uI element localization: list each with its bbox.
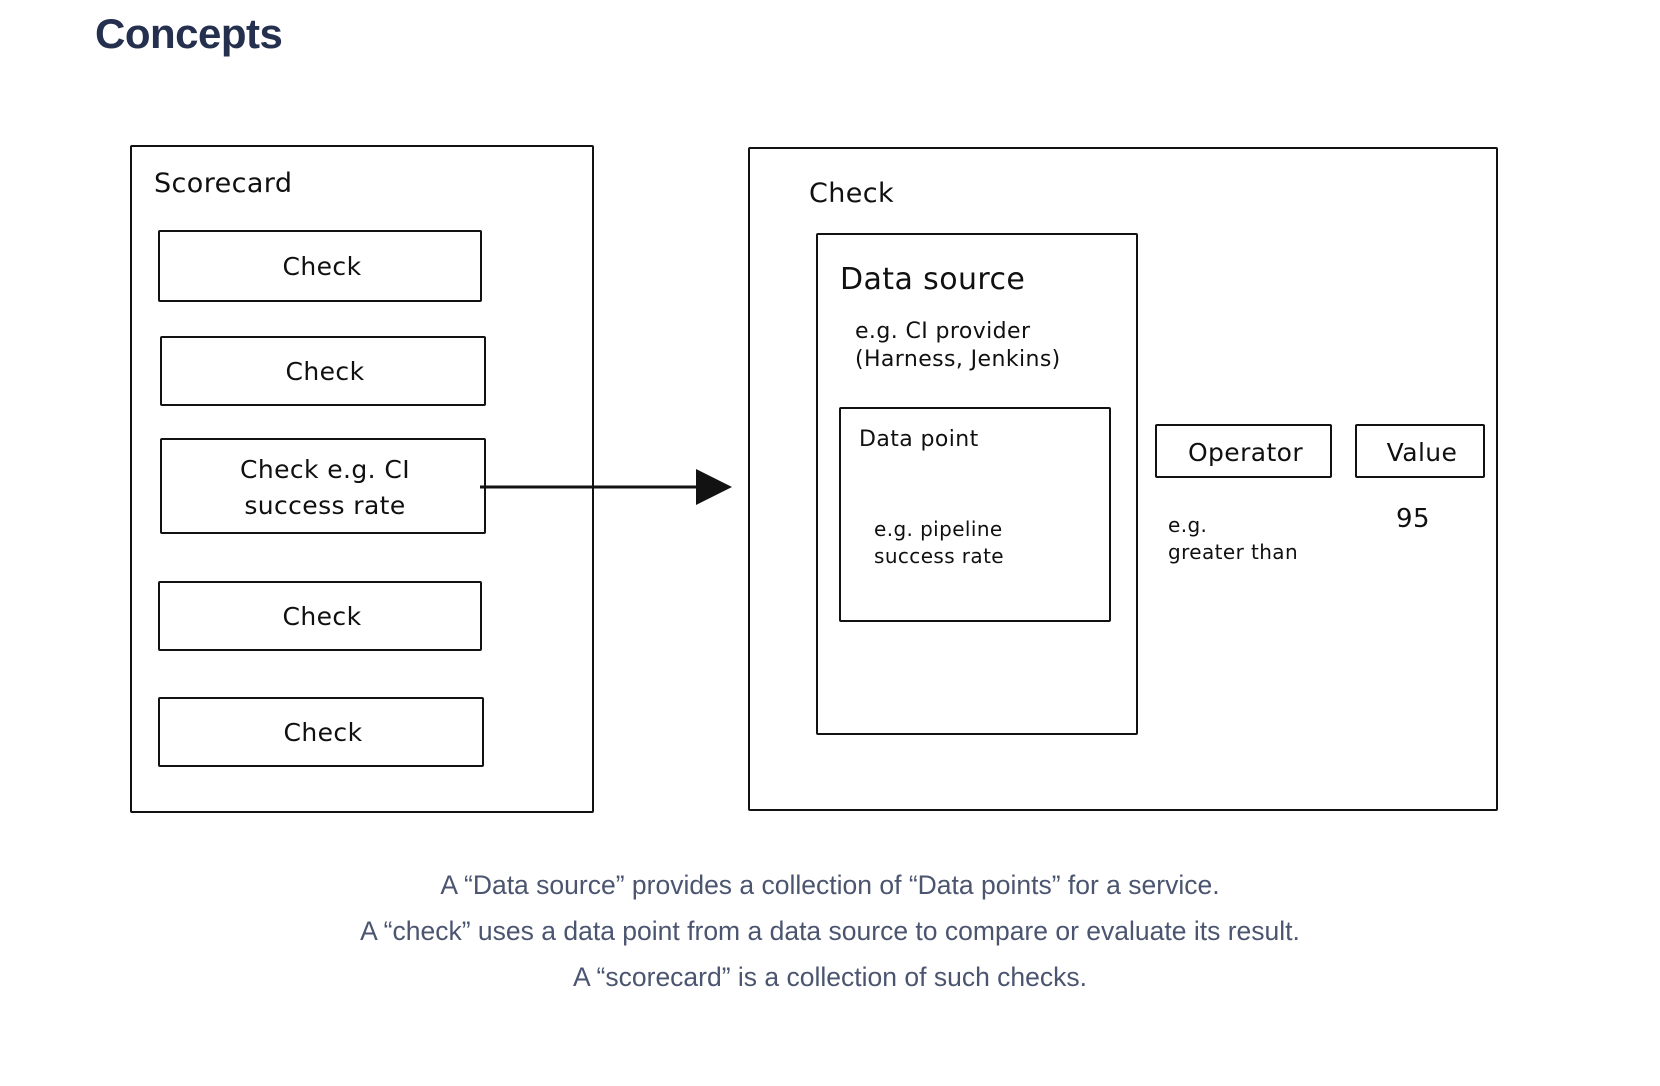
caption-line-3: A “scorecard” is a collection of such ch…	[572, 962, 1088, 992]
scorecard-check-1-label: Check	[282, 252, 362, 281]
scorecard-check-4[interactable]: Check	[158, 581, 482, 651]
caption-line-1: A “Data source” provides a collection of…	[440, 870, 1220, 900]
data-point-box	[839, 407, 1111, 622]
scorecard-check-4-label: Check	[282, 602, 362, 631]
operator-label: Operator	[1187, 438, 1304, 467]
scorecard-check-2-label: Check	[285, 357, 365, 386]
scorecard-panel-label: Scorecard	[154, 168, 293, 199]
value-example: 95	[1396, 504, 1430, 534]
value-box[interactable]: Value	[1355, 424, 1485, 478]
caption-line-2: A “check” uses a data point from a data …	[360, 916, 1300, 946]
scorecard-check-2[interactable]: Check	[160, 336, 486, 406]
arrow-right-icon	[480, 469, 732, 505]
scorecard-check-ci-success-rate-label: Check e.g. CI success rate	[240, 455, 410, 520]
data-source-label: Data source	[840, 262, 1026, 297]
operator-example: e.g. greater than	[1168, 513, 1299, 564]
scorecard-check-5[interactable]: Check	[158, 697, 484, 767]
scorecard-check-ci-success-rate[interactable]: Check e.g. CI success rate	[160, 438, 486, 534]
scorecard-check-5-label: Check	[283, 718, 363, 747]
data-point-example: e.g. pipeline success rate	[874, 517, 1005, 568]
data-source-example: e.g. CI provider (Harness, Jenkins)	[855, 319, 1061, 372]
operator-box[interactable]: Operator	[1155, 424, 1332, 478]
data-point-label: Data point	[859, 427, 979, 452]
scorecard-check-1[interactable]: Check	[158, 230, 482, 302]
value-label: Value	[1386, 438, 1458, 467]
caption: A “Data source” provides a collection of…	[0, 862, 1660, 1000]
check-panel-label: Check	[809, 178, 895, 209]
page-title: Concepts	[95, 10, 283, 57]
